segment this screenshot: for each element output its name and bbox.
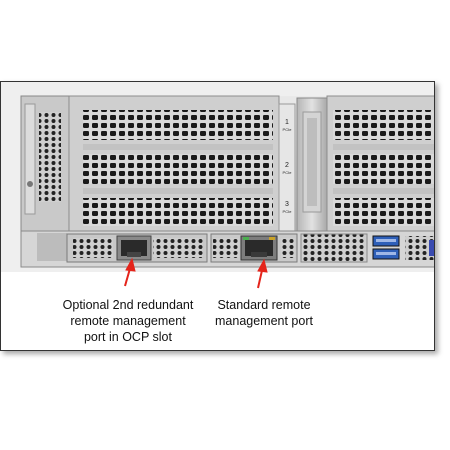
svg-text:PCIe: PCIe xyxy=(283,127,293,132)
callout-left-line2: remote management xyxy=(70,314,186,328)
callout-left: Optional 2nd redundant remote management… xyxy=(53,297,203,345)
callout-arrows xyxy=(124,257,268,289)
svg-text:1: 1 xyxy=(285,119,289,126)
callout-right-line2: management port xyxy=(215,314,313,328)
arrow-right xyxy=(257,258,268,289)
image-frame: 1 PCIe 2 PCIe 3 PCIe xyxy=(0,81,435,351)
callout-left-line1: Optional 2nd redundant xyxy=(62,298,194,312)
arrow-left xyxy=(124,257,136,287)
callout-left-line3: port in OCP slot xyxy=(83,330,172,344)
callout-right-line1: Standard remote xyxy=(217,298,311,312)
svg-text:2: 2 xyxy=(285,162,289,169)
callout-right: Standard remote management port xyxy=(199,297,329,329)
svg-text:3: 3 xyxy=(285,201,289,208)
svg-text:PCIe: PCIe xyxy=(283,209,293,214)
slot-labels: 1 PCIe 2 PCIe 3 PCIe xyxy=(283,119,293,214)
svg-text:PCIe: PCIe xyxy=(283,170,293,175)
server-rear-photo: 1 PCIe 2 PCIe 3 PCIe xyxy=(1,82,434,272)
